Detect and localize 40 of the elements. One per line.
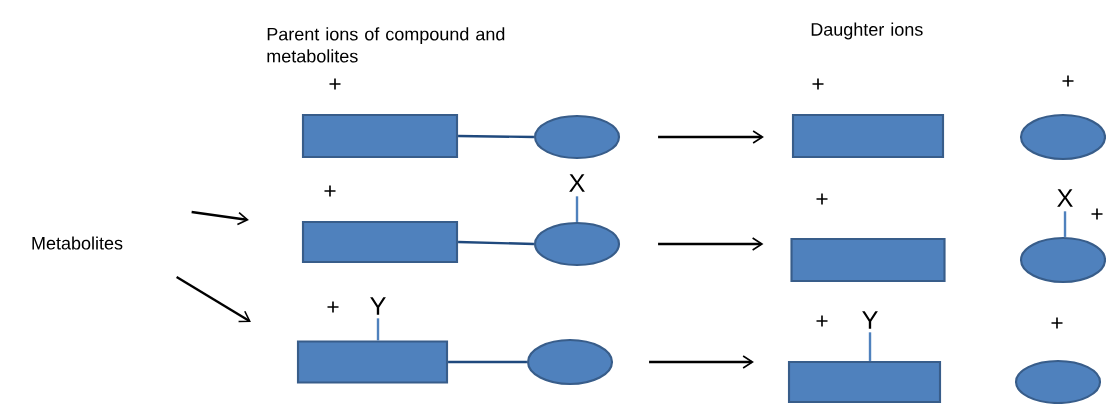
fragment-box (301, 113, 459, 159)
connector-line (458, 134, 534, 139)
connector-line (868, 332, 872, 361)
connector-line (1063, 211, 1067, 237)
charge-sign: + (324, 185, 336, 197)
arrow (176, 276, 251, 323)
arrow (658, 130, 764, 144)
fragment-box (787, 360, 942, 404)
heading: Parent ions of compound and metabolites (267, 27, 505, 63)
fragment-ellipse (1019, 236, 1106, 284)
substituent-label: X (569, 174, 585, 192)
fragment-ellipse (533, 114, 621, 160)
substituent-label: X (1057, 189, 1073, 207)
connector-line (448, 360, 527, 364)
charge-sign: + (1051, 317, 1063, 329)
charge-sign: + (1091, 208, 1103, 220)
charge-sign: + (1062, 75, 1074, 87)
connector-line (376, 318, 380, 341)
arrow (191, 210, 249, 226)
charge-sign: + (816, 315, 828, 327)
text-label: Metabolites (32, 236, 123, 250)
substituent-label: Y (862, 311, 878, 329)
fragment-ellipse (533, 221, 621, 267)
heading: Daughter ions (811, 22, 923, 40)
connector-line (458, 240, 534, 246)
fragment-box (301, 220, 459, 264)
charge-sign: + (816, 193, 828, 205)
arrow (649, 355, 754, 369)
charge-sign: + (327, 301, 339, 313)
fragment-ellipse (1014, 359, 1102, 404)
fragment-box (791, 113, 945, 159)
fragment-box (296, 340, 449, 384)
fragment-ellipse (1019, 113, 1106, 161)
charge-sign: + (329, 78, 341, 90)
arrow (658, 237, 764, 251)
fragment-ellipse (526, 338, 614, 386)
fragment-box (790, 237, 946, 283)
substituent-label: Y (370, 297, 386, 315)
connector-line (575, 196, 579, 222)
charge-sign: + (812, 78, 824, 90)
